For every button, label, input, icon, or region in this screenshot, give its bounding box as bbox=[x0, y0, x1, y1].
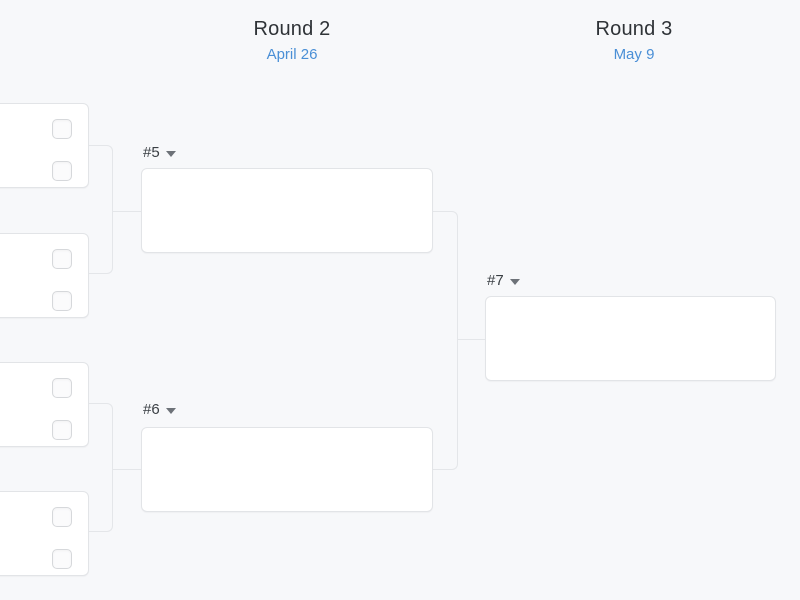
match-winner-checkbox[interactable] bbox=[52, 119, 72, 139]
connector-segment bbox=[457, 339, 486, 340]
connector-segment bbox=[89, 403, 107, 404]
match-winner-checkbox[interactable] bbox=[52, 420, 72, 440]
chevron-down-icon[interactable] bbox=[165, 408, 176, 414]
match-winner-checkbox[interactable] bbox=[52, 549, 72, 569]
match-box-round2-2[interactable] bbox=[141, 427, 433, 512]
connector-elbow bbox=[106, 525, 113, 532]
match-winner-checkbox[interactable] bbox=[52, 249, 72, 269]
match-winner-checkbox[interactable] bbox=[52, 378, 72, 398]
connector-elbow bbox=[106, 267, 113, 274]
chevron-down-icon[interactable] bbox=[165, 151, 176, 157]
connector-elbow bbox=[106, 145, 113, 152]
chevron-down-icon[interactable] bbox=[509, 279, 520, 285]
connector-segment bbox=[433, 211, 452, 212]
round-header-round2: Round 2 April 26 bbox=[142, 16, 442, 66]
match-number: #6 bbox=[143, 401, 160, 418]
match-winner-checkbox[interactable] bbox=[52, 291, 72, 311]
match-box-round1-1[interactable] bbox=[0, 103, 89, 188]
match-winner-checkbox[interactable] bbox=[52, 507, 72, 527]
match-label-7[interactable]: #7 bbox=[487, 272, 520, 290]
round-date[interactable]: May 9 bbox=[613, 46, 655, 63]
match-number: #7 bbox=[487, 272, 504, 289]
connector-elbow bbox=[451, 211, 458, 218]
connector-elbow bbox=[106, 403, 113, 410]
connector-segment bbox=[112, 409, 113, 525]
connector-segment bbox=[433, 469, 452, 470]
connector-elbow bbox=[451, 463, 458, 470]
connector-segment bbox=[89, 531, 107, 532]
round-title: Round 2 bbox=[253, 18, 331, 40]
match-label-6[interactable]: #6 bbox=[143, 401, 176, 419]
match-box-round3-1[interactable] bbox=[485, 296, 776, 381]
match-box-round1-3[interactable] bbox=[0, 362, 89, 447]
match-box-round1-4[interactable] bbox=[0, 491, 89, 576]
match-box-round2-1[interactable] bbox=[141, 168, 433, 253]
connector-segment bbox=[89, 273, 107, 274]
match-box-round1-2[interactable] bbox=[0, 233, 89, 318]
round-title: Round 3 bbox=[595, 18, 673, 40]
match-winner-checkbox[interactable] bbox=[52, 161, 72, 181]
round-header-round3: Round 3 May 9 bbox=[484, 16, 784, 66]
connector-segment bbox=[112, 211, 142, 212]
connector-segment bbox=[89, 145, 107, 146]
round-date[interactable]: April 26 bbox=[266, 46, 318, 63]
connector-segment bbox=[112, 151, 113, 267]
match-number: #5 bbox=[143, 144, 160, 161]
connector-segment bbox=[457, 217, 458, 463]
connector-segment bbox=[112, 469, 142, 470]
match-label-5[interactable]: #5 bbox=[143, 144, 176, 162]
